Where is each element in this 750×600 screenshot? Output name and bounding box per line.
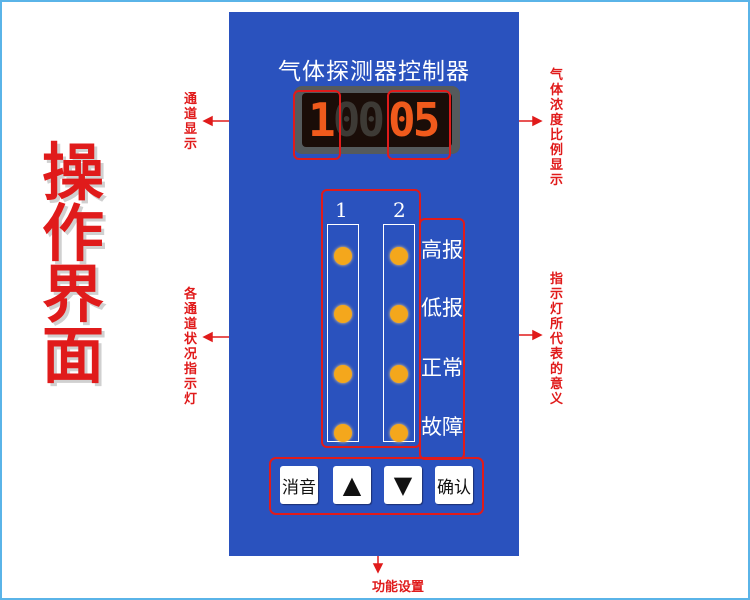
digital-display: 100 05 <box>294 86 460 154</box>
led-ch2-normal <box>390 365 408 383</box>
led-ch1-normal <box>334 365 352 383</box>
channel-2-led-column <box>383 224 415 442</box>
up-button[interactable]: ▲ <box>333 466 371 504</box>
panel-title: 气体探测器控制器 <box>278 59 470 85</box>
page-title-char: 操 <box>41 136 104 209</box>
indicator-low-alarm: 低报 <box>421 296 463 320</box>
indicator-legend-box <box>419 218 465 460</box>
page-title: 操 作 界 面 <box>38 136 108 392</box>
display-screen: 100 05 <box>302 93 452 147</box>
led-ch1-high-alarm <box>334 247 352 265</box>
indicator-fault: 故障 <box>421 415 463 439</box>
annotation-function-setting: 功能设置 <box>372 580 425 595</box>
annotation-concentration-display: 气体浓度比例显示 <box>549 68 563 188</box>
channel-readout: 100 <box>308 93 385 147</box>
led-ch2-high-alarm <box>390 247 408 265</box>
led-ch1-low-alarm <box>334 305 352 323</box>
function-button-group: 消音 ▲ ▼ 确认 <box>269 457 484 515</box>
led-ch1-fault <box>334 424 352 442</box>
confirm-button[interactable]: 确认 <box>435 466 473 504</box>
indicator-normal: 正常 <box>421 356 463 380</box>
down-button[interactable]: ▼ <box>384 466 422 504</box>
column-label-2: 2 <box>393 198 406 222</box>
indicator-legend: 高报 低报 正常 故障 <box>419 218 465 456</box>
channel-digit-dim: 00 <box>332 93 385 147</box>
page-title-char: 面 <box>41 319 104 392</box>
concentration-highlight-box <box>387 90 451 160</box>
page-title-char: 界 <box>41 258 104 331</box>
concentration-readout: 05 <box>388 93 440 147</box>
page-title-char: 作 <box>41 197 104 270</box>
controller-panel: 气体探测器控制器 100 05 1 2 高报 低报 正常 故障 消音 ▲ ▼ 确… <box>229 12 519 556</box>
annotation-indicator-meaning: 指示灯所代表的意义 <box>549 272 563 407</box>
channel-1-led-column <box>327 224 359 442</box>
annotation-channel-display: 通道显示 <box>183 92 197 152</box>
indicator-high-alarm: 高报 <box>421 238 463 262</box>
led-ch2-low-alarm <box>390 305 408 323</box>
mute-button[interactable]: 消音 <box>280 466 318 504</box>
column-label-1: 1 <box>335 198 348 222</box>
channel-highlight-box <box>293 90 341 160</box>
led-ch2-fault <box>390 424 408 442</box>
annotation-channel-status: 各通道状况指示灯 <box>183 287 197 407</box>
channel-digit-lit: 1 <box>308 93 336 147</box>
